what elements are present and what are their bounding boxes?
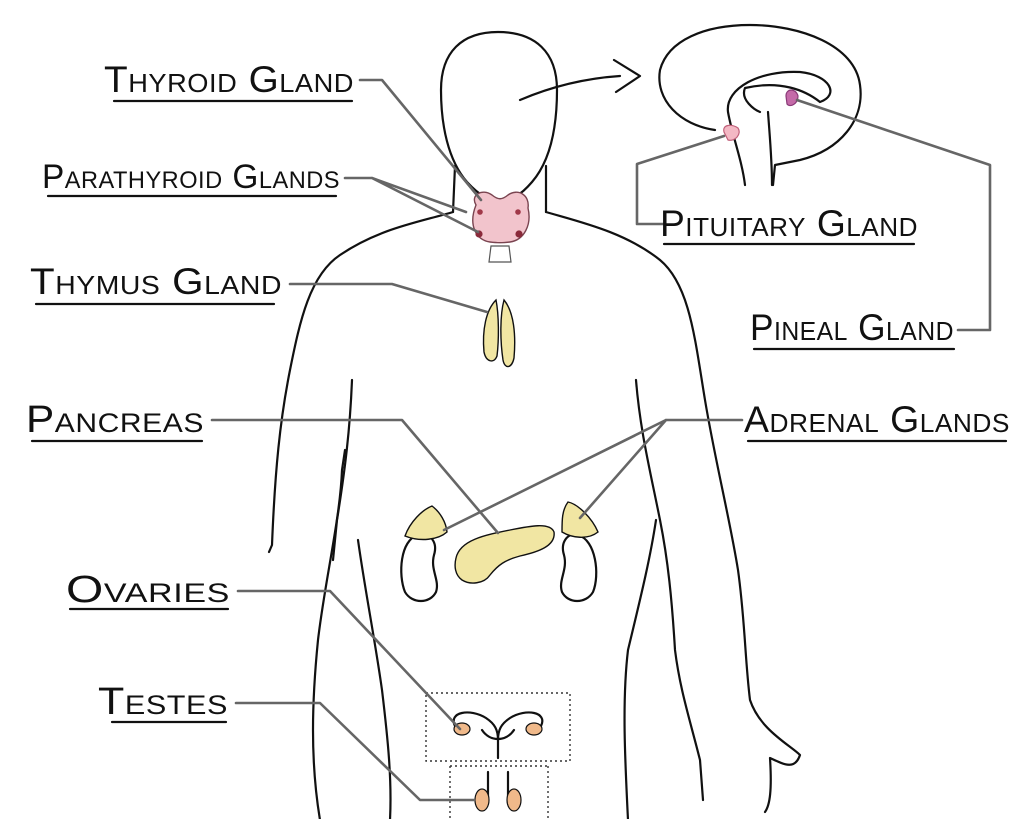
pineal-gland [785, 89, 799, 107]
leader-parathyroid [343, 176, 480, 234]
brain-inner [726, 70, 832, 187]
leader-adrenal [442, 418, 744, 532]
right-kidney [560, 533, 598, 603]
label-thymus-text: Thymus Gland [30, 261, 282, 302]
label-pineal: Pineal Gland [750, 307, 956, 351]
label-testes-text: Testes [98, 681, 228, 723]
label-thyroid: Thyroid Gland [104, 59, 354, 103]
male-reproductive-inset [449, 765, 549, 819]
right-adrenal-gland [561, 501, 599, 538]
waist-right [623, 518, 658, 819]
label-parathyroid-text: Parathyroid Glands [42, 158, 340, 196]
label-ovaries-text: Ovaries [66, 569, 230, 611]
leader-pituitary [635, 134, 726, 226]
label-adrenal: Adrenal Glands [744, 399, 1010, 443]
brain-outline [658, 23, 862, 187]
brain-inset [658, 23, 862, 187]
leader-pancreas [210, 418, 500, 535]
label-pancreas: Pancreas [26, 399, 204, 443]
brain-stem [766, 110, 774, 187]
right-arm-inner [634, 378, 705, 802]
pituitary-gland [723, 124, 740, 141]
body-outline [267, 30, 802, 819]
thymus-gland-shape [482, 298, 516, 368]
pancreas-shape [454, 525, 555, 584]
leader-lines [210, 78, 992, 802]
waist-left [356, 538, 392, 819]
label-testes: Testes [98, 681, 228, 724]
label-adrenal-text: Adrenal Glands [744, 399, 1010, 440]
left-testis [474, 788, 490, 812]
parathyroid-gland-2 [515, 230, 523, 238]
thyroid-gland-shape [472, 191, 530, 263]
leader-pineal [795, 98, 992, 332]
label-parathyroid: Parathyroid Glands [42, 158, 340, 198]
right-testis [506, 788, 522, 812]
label-pituitary: Pituitary Gland [660, 203, 918, 246]
torso-right [544, 210, 802, 814]
label-pineal-text: Pineal Gland [750, 307, 954, 348]
label-pituitary-text: Pituitary Gland [660, 203, 918, 244]
leader-ovaries [236, 589, 462, 731]
female-reproductive-inset [425, 692, 571, 762]
leader-thymus [288, 282, 489, 314]
left-kidney [400, 533, 438, 603]
neck-left [451, 164, 457, 214]
zoom-arrow [518, 58, 642, 102]
left-adrenal-gland [404, 505, 448, 541]
label-ovaries: Ovaries [66, 569, 230, 611]
left-arm-inner [331, 378, 354, 562]
parathyroid-gland-4 [515, 209, 521, 215]
leader-thyroid [358, 78, 483, 202]
label-pancreas-text: Pancreas [26, 399, 204, 441]
leader-testes [234, 701, 476, 802]
label-thymus: Thymus Gland [30, 261, 282, 306]
parathyroid-gland-3 [477, 209, 483, 215]
label-thyroid-text: Thyroid Gland [104, 59, 354, 100]
head-outline [439, 30, 559, 202]
right-ovary [525, 722, 543, 736]
